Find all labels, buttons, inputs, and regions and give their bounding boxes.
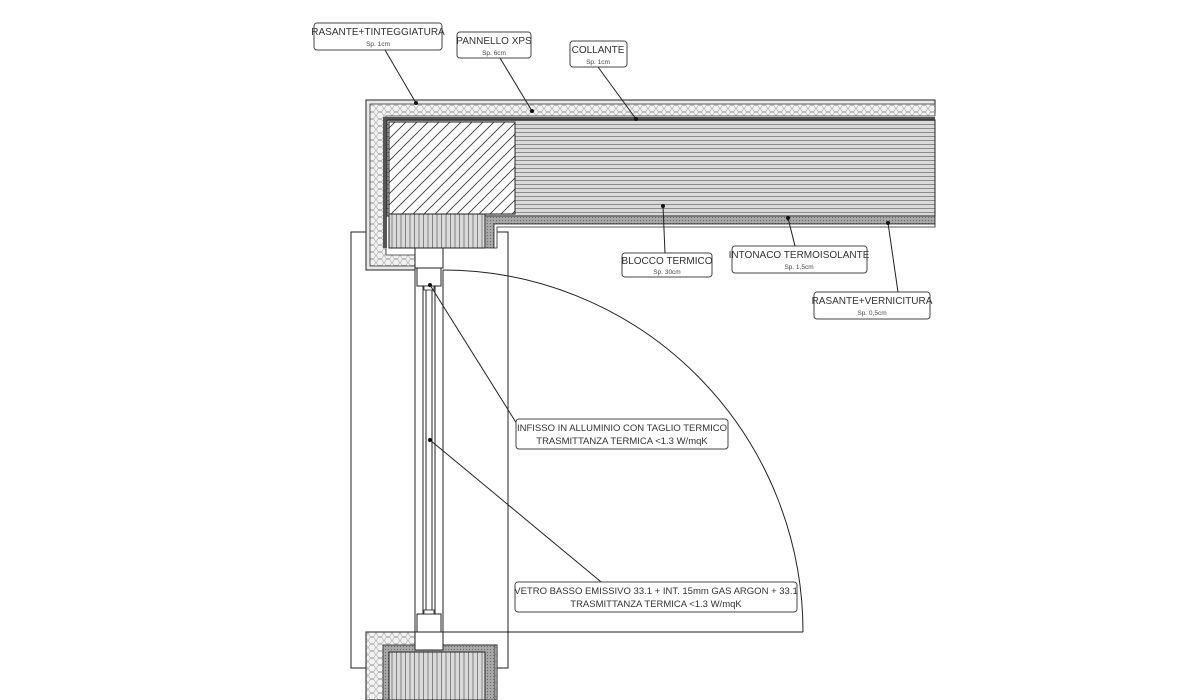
label-vetro: VETRO BASSO EMISSIVO 33.1 + INT. 15mm GA… [514,581,798,613]
frame-bottom-profile [416,613,442,633]
door-swing-arc [442,269,804,633]
outer-frame-outline [350,231,366,669]
bottom-wall [365,631,498,700]
label-infisso-line1: INFISSO IN ALLUMINIO CON TAGLIO TERMICO [517,423,727,434]
window-sill-step [414,631,444,651]
label-vetro-line1: VETRO BASSO EMISSIVO 33.1 + INT. 15mm GA… [514,586,798,597]
inner-frame-outline [497,231,509,669]
label-blocco-termico: BLOCCO TERMICO Sp. 30cm [621,252,713,278]
label-collante-sub: Sp. 1cm [586,59,610,66]
pillar-lower-block [388,213,486,249]
label-blocco-termico-title: BLOCCO TERMICO [622,256,713,267]
label-blocco-termico-sub: Sp. 30cm [653,269,680,276]
label-intonaco-termoisolante: INTONACO TERMOISOLANTE Sp. 1,5cm [729,245,870,274]
label-pannello-xps-title: PANNELLO XPS [456,36,532,47]
label-rasante-vernicitura: RASANTE+VERNICITURA Sp. 0,5cm [812,291,933,320]
concrete-pillar-hatch [388,121,516,215]
label-rasante-tinteggiatura-title: RASANTE+TINTEGGIATURA [311,27,445,38]
internal-finish-line [493,223,936,249]
leader-lines [384,49,899,587]
label-infisso-line2: TRASMITTANZA TERMICA <1.3 W/mqK [536,436,708,447]
xps-panel-layer [369,103,936,267]
label-vetro-line2: TRASMITTANZA TERMICA <1.3 W/mqK [570,599,742,610]
window-head-step [414,247,444,269]
label-infisso: INFISSO IN ALLUMINIO CON TAGLIO TERMICO … [515,418,729,450]
label-pannello-xps: PANNELLO XPS Sp. 6cm [456,31,532,59]
bottom-block [388,651,486,700]
label-collante: COLLANTE Sp. 1cm [569,40,628,68]
internal-plaster-layer [484,215,936,249]
label-rasante-tinteggiatura-sub: Sp. 1cm [366,41,390,48]
label-rasante-vernicitura-title: RASANTE+VERNICITURA [812,296,933,307]
label-intonaco-termoisolante-title: INTONACO TERMOISOLANTE [729,250,870,261]
label-rasante-tinteggiatura: RASANTE+TINTEGGIATURA Sp. 1cm [311,22,445,51]
window-frame [416,267,442,633]
label-pannello-xps-sub: Sp. 6cm [482,50,506,57]
label-rasante-vernicitura-sub: Sp. 0,5cm [857,310,886,317]
label-collante-title: COLLANTE [572,45,625,56]
top-wall [365,99,936,271]
label-intonaco-termoisolante-sub: Sp. 1,5cm [784,264,813,271]
